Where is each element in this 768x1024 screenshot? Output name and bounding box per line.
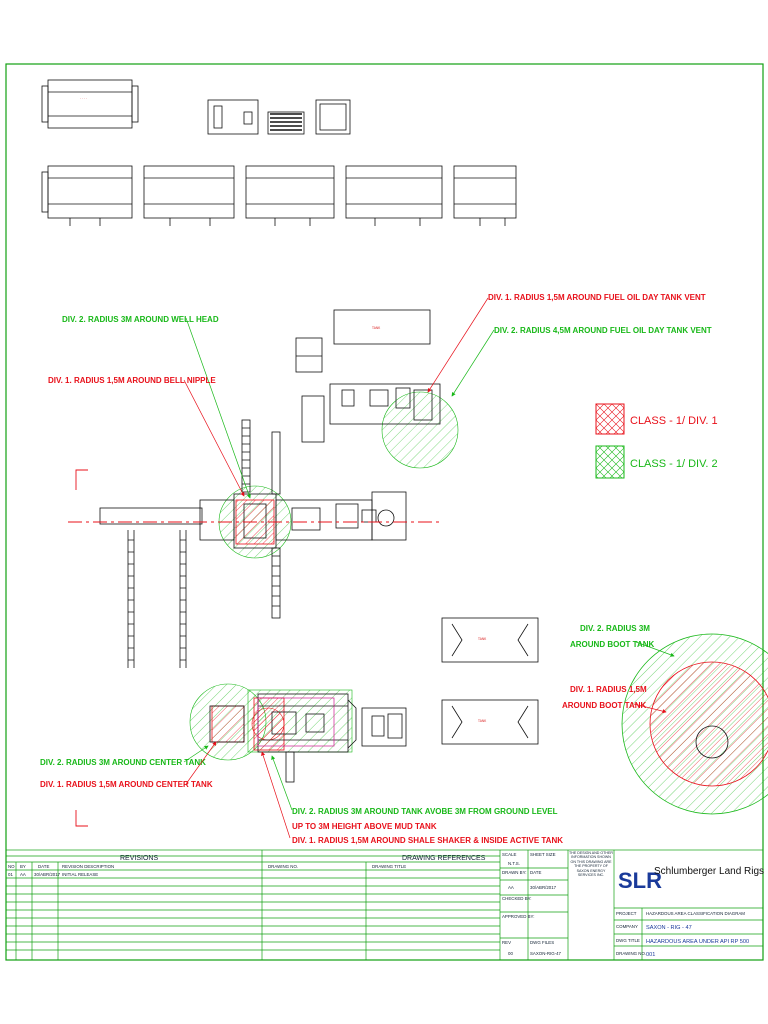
substructure bbox=[199, 491, 407, 619]
rev-value: 00 bbox=[508, 951, 513, 956]
title-block bbox=[5, 849, 764, 961]
notice-box: THE DESIGN AND OTHER INFORMATION SHOWN O… bbox=[569, 851, 613, 878]
scale-label: SCALE bbox=[502, 852, 516, 857]
stairs-upper bbox=[241, 419, 281, 495]
boot-tank-div1-zone bbox=[649, 661, 768, 787]
drawing-no-value: 001 bbox=[646, 952, 655, 958]
fuel-vent-div2-zone bbox=[381, 391, 459, 469]
callout-div2-center: DIV. 2. RADIUS 3M AROUND CENTER TANK bbox=[40, 758, 206, 767]
approved-by-label: APPROVED BY: bbox=[502, 914, 534, 919]
revisions-header: REVISIONS bbox=[120, 855, 158, 862]
company-label: COMPANY bbox=[616, 924, 638, 929]
callout-div2-wellhead: DIV. 2. RADIUS 3M AROUND WELL HEAD bbox=[62, 315, 219, 324]
rev-col-no: NO bbox=[8, 864, 15, 869]
center-tank-div1-zone bbox=[211, 705, 245, 743]
checked-by-label: CHECKED BY: bbox=[502, 896, 532, 901]
date-label: DATE bbox=[530, 870, 541, 875]
dwg-title-label: DWG TITLE bbox=[616, 938, 640, 943]
mud-tank-outline-magenta bbox=[257, 697, 335, 747]
rev-col-date: DATE bbox=[38, 864, 49, 869]
rev-label: REV bbox=[502, 940, 511, 945]
company-value: SAXON - RIG - 47 bbox=[646, 925, 692, 931]
shaker-div1-circle bbox=[251, 707, 285, 741]
skid-unit-b bbox=[267, 111, 305, 135]
project-value: HAZARDOUS AREA CLASSIFICATION DIAGRAM bbox=[646, 911, 745, 916]
pipe-rack bbox=[99, 507, 203, 668]
rev-row-date: 30/ABR/2017 bbox=[34, 872, 61, 877]
sheet-size-label: SHEET SIZE bbox=[530, 852, 556, 857]
date-value: 30/ABR/2017 bbox=[530, 885, 557, 890]
callout-div1-bell-nipple: DIV. 1. RADIUS 1,5M AROUND BELL NIPPLE bbox=[48, 376, 216, 385]
svg-text:TANK: TANK bbox=[478, 637, 487, 641]
trailer-mid-2: TANK bbox=[441, 699, 539, 745]
trailer-row bbox=[41, 165, 517, 226]
mud-tank-system bbox=[209, 693, 407, 783]
legend-swatch-div1 bbox=[595, 403, 625, 435]
rev-col-by: BY bbox=[20, 864, 26, 869]
callout-div2-tank-1: DIV. 2. RADIUS 3M AROUND TANK AVOBE 3M F… bbox=[292, 807, 558, 816]
section-marker-bottom bbox=[75, 810, 88, 827]
skid-unit-c bbox=[315, 99, 351, 135]
trailer-mid-1: TANK bbox=[441, 617, 539, 663]
svg-text:TANK: TANK bbox=[478, 719, 487, 723]
legend-label-div1: CLASS - 1/ DIV. 1 bbox=[630, 415, 718, 427]
drawn-by-value: AA bbox=[508, 885, 514, 890]
legend-label-div2: CLASS - 1/ DIV. 2 bbox=[630, 458, 718, 470]
svg-text:· · · ·: · · · · bbox=[80, 97, 87, 101]
skid-unit-a bbox=[207, 99, 259, 135]
callout-div1-center: DIV. 1. RADIUS 1,5M AROUND CENTER TANK bbox=[40, 780, 213, 789]
generator-house bbox=[329, 383, 441, 425]
callout-div1-fuel-vent: DIV. 1. RADIUS 1,5M AROUND FUEL OIL DAY … bbox=[488, 293, 706, 302]
ref-col-no: DRAWING NO. bbox=[268, 864, 298, 869]
small-skid-1 bbox=[295, 337, 323, 373]
dwg-files-label: DWG FILES bbox=[530, 940, 554, 945]
scale-value: N.T.S. bbox=[508, 861, 520, 866]
confidentiality-notice: THE DESIGN AND OTHER INFORMATION SHOWN O… bbox=[569, 851, 613, 878]
references-header: DRAWING REFERENCES bbox=[402, 855, 486, 862]
slr-logo: SLR bbox=[618, 868, 662, 893]
rev-row-no: 01 bbox=[8, 872, 13, 877]
drawing-no-label: DRAWING NO. bbox=[616, 951, 646, 956]
dwg-files-value: SAXON-RIG-47 bbox=[530, 951, 562, 956]
legend: CLASS - 1/ DIV. 1 CLASS - 1/ DIV. 2 bbox=[595, 403, 718, 479]
ref-col-title: DRAWING TITLE bbox=[372, 864, 406, 869]
callout-div2-boot-b: AROUND BOOT TANK bbox=[570, 640, 655, 649]
callout-div1-shaker: DIV. 1. RADIUS 1,5M AROUND SHALE SHAKER … bbox=[292, 836, 563, 845]
dwg-title-value: HAZARDOUS AREA UNDER API RP 500 bbox=[646, 939, 749, 945]
callout-div2-tank-2: UP TO 3M HEIGHT ABOVE MUD TANK bbox=[292, 822, 437, 831]
callout-div2-boot-a: DIV. 2. RADIUS 3M bbox=[580, 624, 650, 633]
bell-nipple-div1-zone bbox=[235, 499, 275, 545]
project-label: PROJECT bbox=[616, 911, 637, 916]
drawn-by-label: DRAWN BY: bbox=[502, 870, 526, 875]
company-name: Schlumberger Land Rigs bbox=[654, 866, 764, 877]
fuel-tank-box: TANK bbox=[333, 309, 431, 345]
legend-swatch-div2 bbox=[595, 445, 625, 479]
rev-row-desc: INITIAL RELEASE bbox=[62, 872, 98, 877]
boot-tank bbox=[695, 725, 729, 759]
callout-div1-boot-a: DIV. 1. RADIUS 1,5M bbox=[570, 685, 647, 694]
section-marker-top bbox=[75, 469, 88, 490]
callout-div1-boot-b: AROUND BOOT TANK bbox=[562, 701, 647, 710]
rev-col-desc: REVISION DESCRIPTION bbox=[62, 864, 114, 869]
rev-row-by: AA bbox=[20, 872, 26, 877]
svg-text:TANK: TANK bbox=[372, 326, 381, 330]
trailer-top-1: · · · · bbox=[41, 79, 139, 129]
small-skid-2 bbox=[301, 395, 325, 443]
callout-div2-fuel-vent: DIV. 2. RADIUS 4,5M AROUND FUEL OIL DAY … bbox=[494, 326, 712, 335]
